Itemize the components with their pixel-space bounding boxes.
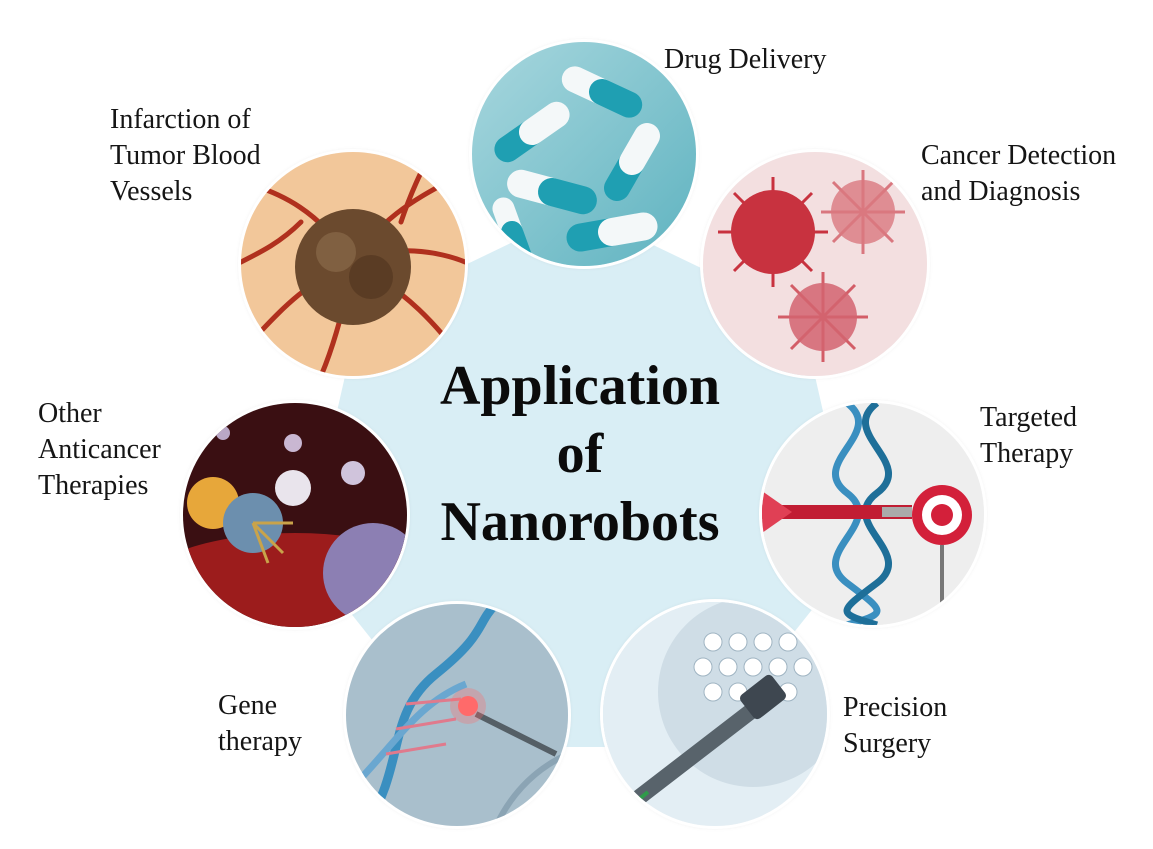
center-title: Application of Nanorobots bbox=[395, 352, 765, 556]
label-line: Cancer Detection bbox=[921, 140, 1117, 171]
label-line: therapy bbox=[218, 726, 302, 757]
label-tumor-vessels: Infarction of Tumor Blood Vessels bbox=[110, 102, 261, 210]
surgical-robot-icon bbox=[603, 602, 827, 826]
label-other-anticancer: Other Anticancer Therapies bbox=[38, 396, 161, 504]
title-line-3: Nanorobots bbox=[440, 491, 720, 553]
label-line: Drug Delivery bbox=[664, 44, 827, 75]
label-line: Precision bbox=[843, 692, 948, 723]
label-line: Therapy bbox=[980, 438, 1074, 469]
node-precision-surgery bbox=[603, 602, 827, 826]
label-line: Vessels bbox=[110, 176, 193, 207]
label-precision-surgery: Precision Surgery bbox=[843, 690, 947, 762]
virus-cells-icon bbox=[703, 152, 927, 376]
label-targeted-therapy: Targeted Therapy bbox=[980, 400, 1077, 472]
dna-editing-icon bbox=[346, 604, 568, 826]
dna-target-dart-icon bbox=[762, 403, 984, 625]
label-line: Therapies bbox=[38, 470, 149, 501]
immune-cell-attack-icon bbox=[183, 403, 407, 627]
label-line: Anticancer bbox=[38, 434, 161, 465]
capsules-icon bbox=[472, 42, 696, 266]
node-tumor-vessels bbox=[241, 152, 465, 376]
label-line: Other bbox=[38, 398, 102, 429]
label-cancer-detection: Cancer Detection and Diagnosis bbox=[921, 138, 1116, 210]
label-line: Infarction of bbox=[110, 104, 251, 135]
node-other-anticancer bbox=[183, 403, 407, 627]
title-line-2: of bbox=[556, 423, 604, 485]
label-line: Tumor Blood bbox=[110, 140, 261, 171]
label-drug-delivery: Drug Delivery bbox=[664, 42, 827, 78]
label-line: Surgery bbox=[843, 728, 932, 759]
tumor-blood-vessels-icon bbox=[241, 152, 465, 376]
label-line: Gene bbox=[218, 690, 278, 721]
label-gene-therapy: Gene therapy bbox=[218, 688, 302, 760]
node-cancer-detection bbox=[703, 152, 927, 376]
node-targeted-therapy bbox=[762, 403, 984, 625]
title-line-1: Application bbox=[439, 355, 721, 417]
node-gene-therapy bbox=[346, 604, 568, 826]
label-line: Targeted bbox=[980, 402, 1078, 433]
label-line: and Diagnosis bbox=[921, 176, 1081, 207]
node-drug-delivery bbox=[472, 42, 696, 266]
